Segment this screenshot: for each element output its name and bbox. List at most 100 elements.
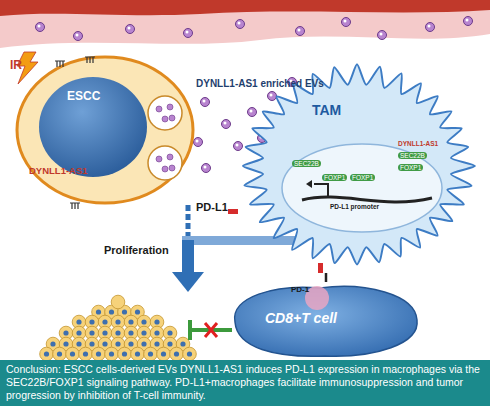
tumor-nucleus (148, 351, 153, 356)
tumor-nucleus (128, 319, 133, 324)
vesicle-highlight (428, 25, 431, 28)
tumor-nucleus (109, 309, 114, 314)
extracellular-vesicle (426, 23, 435, 32)
tumor-nucleus (122, 351, 127, 356)
membrane-receptor (55, 61, 65, 67)
interaction-line (325, 273, 328, 282)
annotation-label: IR (10, 58, 22, 72)
exosome (162, 116, 168, 122)
extracellular-vesicle (184, 29, 193, 38)
extracellular-vesicle (74, 32, 83, 41)
tumor-nucleus (135, 309, 140, 314)
tumor-nucleus (76, 319, 81, 324)
gene-label: DYNLL1-AS1 (29, 165, 88, 176)
vesicle-highlight (224, 122, 227, 125)
tumor-nucleus (96, 309, 101, 314)
extracellular-vesicle (126, 25, 135, 34)
cell-label: CD8+T cell (265, 310, 337, 326)
exosome (167, 104, 173, 110)
tumor-nucleus (115, 319, 120, 324)
annotation-label: SEC22B (398, 152, 427, 159)
tumor-nucleus (44, 351, 49, 356)
pd-l1-receptor (228, 209, 238, 214)
tumor-nucleus (115, 341, 120, 346)
tumor-nucleus (70, 351, 75, 356)
vesicle-highlight (270, 94, 273, 97)
annotation-label: PD-L1 promoter (330, 203, 379, 210)
tumor-cell (79, 347, 93, 361)
tumor-nucleus (167, 330, 172, 335)
tumor-nucleus (128, 341, 133, 346)
pd-l1-receptor (318, 263, 323, 273)
t-cell-body (235, 286, 418, 356)
tumor-nucleus (89, 319, 94, 324)
block-mark (205, 323, 217, 337)
tumor-nucleus (161, 351, 166, 356)
tumor-cell (92, 347, 106, 361)
vesicle-highlight (203, 100, 206, 103)
conclusion-box: Conclusion: ESCC cells-derived EVs DYNLL… (0, 360, 490, 406)
vesicle-body (148, 146, 182, 180)
tumor-cell (111, 295, 125, 309)
annotation-label: SEC22B (292, 160, 321, 167)
tumor-nucleus (89, 341, 94, 346)
annotation-label: DYNLL1-AS1 enriched EVs (196, 78, 324, 89)
annotation-label: Proliferation (104, 244, 169, 256)
vessel-wall (0, 0, 490, 16)
tumor-nucleus (102, 330, 107, 335)
blood-vessel (0, 0, 490, 48)
tumor-nucleus (57, 351, 62, 356)
tumor-nucleus (122, 309, 127, 314)
vesicle-highlight (380, 33, 383, 36)
tumor-nucleus (128, 330, 133, 335)
tumor-cell (53, 347, 67, 361)
caption-text: Conclusion: ESCC cells-derived EVs DYNLL… (6, 363, 484, 402)
dna-strand (302, 197, 432, 202)
vesicle-highlight (250, 110, 253, 113)
tumor-nucleus (76, 341, 81, 346)
exosome (156, 156, 162, 162)
flow-bar (182, 236, 300, 245)
tumor-nucleus (89, 330, 94, 335)
extracellular-vesicle (36, 23, 45, 32)
tumor-cell (144, 347, 158, 361)
tumor-cell (131, 347, 145, 361)
transcription-arrow (314, 184, 328, 196)
extracellular-vesicle (234, 142, 243, 151)
tumor-nucleus (96, 351, 101, 356)
tumor-cell (105, 347, 119, 361)
vesicle-highlight (204, 166, 207, 169)
tumor-nucleus (83, 351, 88, 356)
vesicle-highlight (298, 29, 301, 32)
tumor-nucleus (187, 351, 192, 356)
tumor-nucleus (135, 351, 140, 356)
extracellular-vesicle (464, 17, 473, 26)
tumor-nucleus (109, 351, 114, 356)
vesicle-highlight (76, 34, 79, 37)
annotation-label: FOXP1 (322, 174, 347, 181)
tumor-nucleus (63, 341, 68, 346)
shape-outline (232, 58, 482, 273)
inhibition-bar (188, 320, 192, 340)
annotation-label: FOXP1 (398, 164, 423, 171)
cell-nucleus (39, 77, 147, 177)
vesicle-highlight (238, 22, 241, 25)
tumor-cell: ESCCDYNLL1-AS1 (15, 55, 195, 205)
tumor-nucleus (102, 319, 107, 324)
t-cell: CD8+T cell (225, 282, 420, 358)
tumor-cell (40, 347, 54, 361)
tumor-nucleus (115, 330, 120, 335)
annotation-label: PD-1 (291, 285, 309, 294)
exosome (169, 115, 175, 121)
annotation-label: DYNLL1-AS1 (398, 140, 438, 147)
flow-line (186, 205, 191, 236)
extracellular-vesicle (194, 138, 203, 147)
exosome (156, 106, 162, 112)
cell-membrane (17, 57, 193, 203)
tumor-cell (170, 347, 184, 361)
extracellular-vesicle (296, 27, 305, 36)
extracellular-vesicle (201, 98, 210, 107)
arrow-head (172, 272, 204, 292)
